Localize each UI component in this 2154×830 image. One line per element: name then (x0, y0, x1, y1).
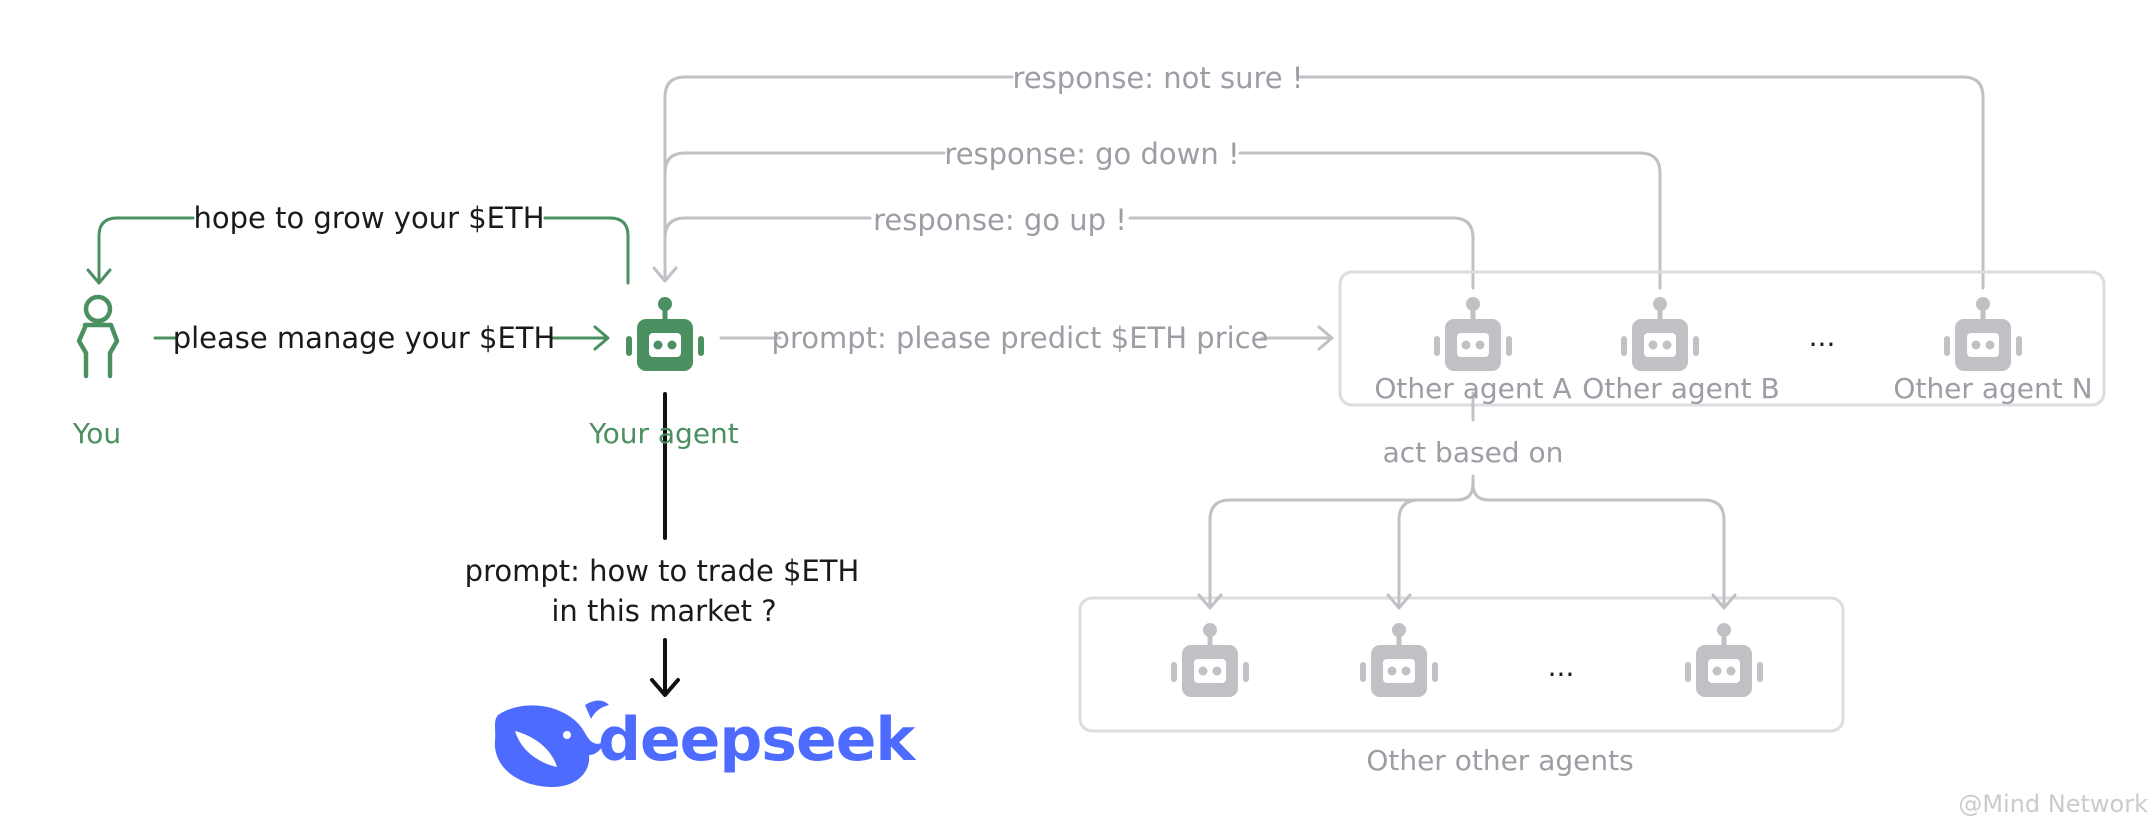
hope-label: hope to grow your $ETH (193, 201, 544, 235)
act-based-on-label: act based on (1383, 436, 1564, 469)
predict-arrow (719, 325, 1334, 351)
watermark: @Mind Network (1958, 790, 2148, 818)
robot-icon (626, 297, 704, 371)
green-arrows (86, 216, 630, 351)
trade-prompt-line1: prompt: how to trade $ETH (465, 554, 860, 588)
resp-not-sure-label: response: not sure ! (1013, 61, 1304, 95)
other-other-ellipsis: ... (1548, 650, 1575, 683)
your-agent-label: Your agent (588, 417, 739, 450)
other-other-agents-label: Other other agents (1366, 744, 1633, 777)
you-label: You (72, 417, 121, 450)
other-agent-n-label: Other agent N (1893, 372, 2092, 405)
deepseek-wordmark: deepseek (598, 705, 917, 775)
person-icon (76, 294, 120, 379)
manage-label: please manage your $ETH (173, 321, 556, 355)
whale-icon (494, 700, 609, 787)
resp-go-up-label: response: go up ! (873, 203, 1127, 237)
robot-icon (1171, 623, 1249, 697)
response-arrows (652, 75, 1985, 290)
other-agent-a-label: Other agent A (1374, 372, 1571, 405)
resp-go-down-label: response: go down ! (944, 137, 1239, 171)
act-based-on-arrows (1197, 391, 1737, 610)
response-go-up-arrow (663, 216, 1475, 290)
robot-icon (1360, 623, 1438, 697)
other-agent-b-label: Other agent B (1582, 372, 1779, 405)
response-not-sure-arrow (663, 75, 1985, 290)
other-agents-box (1338, 270, 2106, 407)
response-go-down-arrow (663, 151, 1662, 290)
other-agents-ellipsis: ... (1809, 320, 1836, 353)
deepseek-prompt-arrow (650, 392, 680, 697)
robot-icon (1944, 297, 2022, 371)
robot-icon (1621, 297, 1699, 371)
trade-prompt-line2: in this market ? (551, 594, 776, 628)
other-other-agents-box (1078, 596, 1845, 733)
predict-label: prompt: please predict $ETH price (772, 321, 1269, 355)
robot-icon (1685, 623, 1763, 697)
hope-arrow (97, 216, 630, 285)
robot-icon (1434, 297, 1512, 371)
